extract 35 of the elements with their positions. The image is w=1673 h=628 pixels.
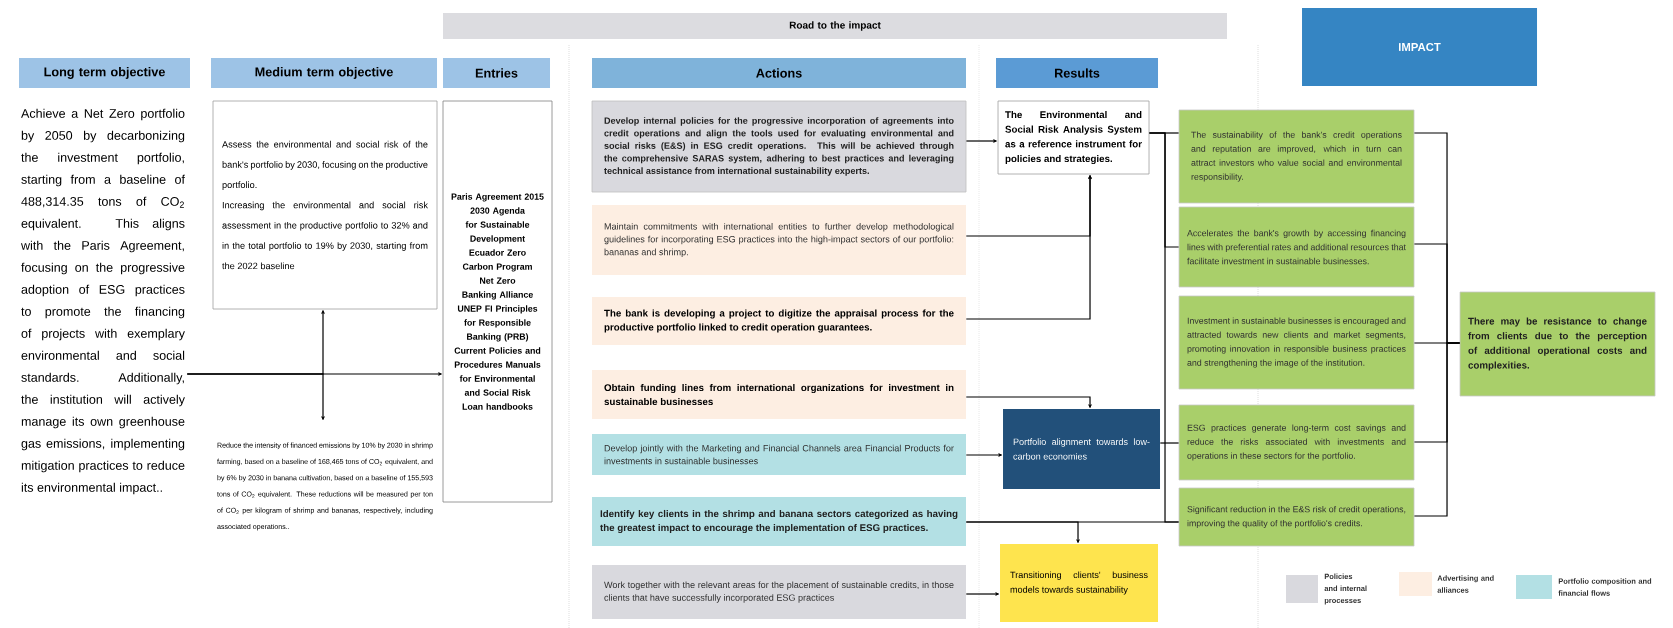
impact-box: Significant reduction in the E&S risk of credit operations, improving the quality of the portfolio's credits. <box>1178 487 1415 547</box>
objective-text: Achieve a Net Zero portfolio by 2050 by decarbonizing the investment portfolio, starting from a baseline of 488,314.35 tons of CO$_{2}$ equivalent. This aligns with the Paris Agreement, focusing on the progressive adoption of ESG practices to promote the financing of projects with exemplary environmental and social standards. Additionally, the institution will actively manage its own greenhouse gas emissions, implementing mitigation practices to reduce its environmental impact.. <box>21 108 185 495</box>
action-box: Work together with the relevant areas for the placement of sustainable credits, in those clients that have successfully incorporated ESG practices <box>592 565 966 619</box>
action-box: Maintain commitments with international entities to further develop methodological guidelines for incorporating ESG practices into the high-impact sectors of our portfolio: bananas and shrimp. <box>592 205 966 275</box>
result-box: The Environmental and Social Risk Analysis System as a reference instrument for policies and strategies. <box>997 100 1150 175</box>
connector <box>186 373 325 421</box>
impact-box: There may be resistance to change from clients due to the perception of additional operational costs and complexities. <box>1459 291 1656 397</box>
result-box: Portfolio alignment towards low-carbon economies <box>1003 409 1160 489</box>
entries-box: Paris Agreement 2015 2030 Agenda for Sustainable Development Ecuador Zero Carbon Program Net Zero Banking Alliance UNEP FI Principles for Responsible Banking (PRB) Current Policies and Procedures Manuals for Environmental and Social Risk Loan handbooks <box>442 100 553 503</box>
connector <box>1413 342 1461 517</box>
objective-box: Assess the environmental and social risk of the bank's portfolio by 2030, focusing on the productive portfolio. Increasing the environmental and social risk assessment in the productive portfolio to 32% and in the total portfolio to 19% by 2030, starting from the 2022 baseline <box>212 100 438 310</box>
impact-box: ESG practices generate long-term cost savings and reduce the risks associated with investments and operations in these sectors for the portfolio. <box>1178 404 1415 481</box>
connector <box>1159 442 1180 444</box>
connector <box>965 175 1092 320</box>
connector <box>1148 132 1180 523</box>
connector <box>965 396 1092 409</box>
column-header: Results <box>996 58 1158 88</box>
impact-box: Accelerates the bank's growth by accessing financing lines with preferential rates and additional resources that facilitate investment in sustainable businesses. <box>1178 206 1415 288</box>
action-box: Obtain funding lines from international organizations for investment in sustainable businesses <box>592 370 966 419</box>
impact-box: Investment in sustainable businesses is encouraged and attracted towards new clients and market segments, promoting innovation in responsible business practices and strengthening the image of the institution. <box>1178 295 1415 390</box>
impact-header: IMPACT <box>1302 8 1537 86</box>
column-header: Actions <box>592 58 966 88</box>
action-box: Identify key clients in the shrimp and banana sectors categorized as having the greatest impact to encourage the implementation of ESG practices. <box>592 497 966 546</box>
section-band: Road to the impact <box>443 13 1227 39</box>
action-box: Develop jointly with the Marketing and Financial Channels area Financial Products for investments in sustainable businesses <box>592 434 966 475</box>
result-box: Transitioning clients' business models towards sustainability <box>1000 544 1158 622</box>
column-header: Medium term objective <box>211 58 437 88</box>
connector <box>965 139 997 143</box>
connector <box>965 592 1000 596</box>
action-box: The bank is developing a project to digitize the appraisal process for the productive portfolio linked to credit operation guarantees. <box>592 297 966 345</box>
column-header: Long term objective <box>19 58 190 88</box>
action-box: Develop internal policies for the progressive incorporation of agreements into credit operations and align the tools used for evaluating environmental and social risks (E&S) in ESG credit operations. This will be achieved through the comprehensive SARAS system, adhering to best practices and leveraging technical assistance from international sustainability experts. <box>591 100 967 193</box>
connector <box>965 453 1003 457</box>
impact-box: The sustainability of the bank's credit operations and reputation are improved, which in turn can attract investors who value social and environmental responsibility. <box>1178 109 1415 204</box>
column-header: Entries <box>443 58 550 88</box>
